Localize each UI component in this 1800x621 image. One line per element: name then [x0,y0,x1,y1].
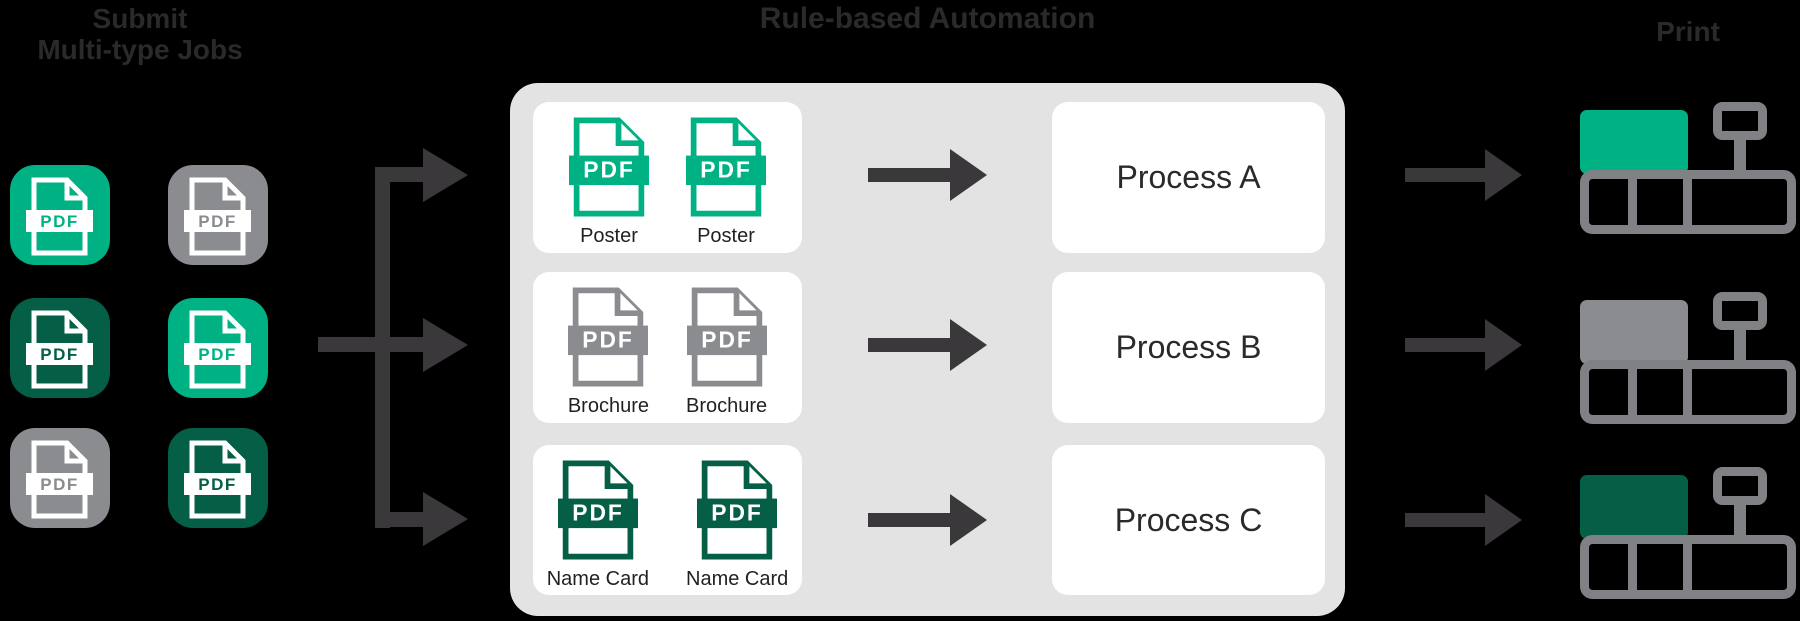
svg-text:PDF: PDF [701,326,752,352]
pdf-file-icon: PDF [557,460,638,565]
doc-group-card: PDF Poster PDF Poster [533,102,802,253]
doc-type-label: Poster [697,225,755,247]
doc-pair: PDF Name Card PDF Name Card [533,445,802,591]
doc-type-label: Name Card [686,568,789,590]
doc: PDF Name Card [686,460,788,591]
doc: PDF Brochure [568,287,649,418]
flow-arrow [868,318,988,377]
doc-group-card: PDF Brochure PDF Brochure [533,272,802,423]
doc: PDF Name Card [547,460,649,591]
pdf-file-icon: PDF [697,460,778,565]
doc: PDF Poster [686,117,766,248]
submit-heading-line2: Multi-type Jobs [37,34,243,65]
svg-text:PDF: PDF [583,156,634,182]
pdf-tile-icon: PDF [168,165,268,265]
doc: PDF Brochure [686,287,767,418]
process-card: Process A [1052,102,1325,253]
svg-text:PDF: PDF [40,345,79,364]
process-label: Process A [1116,159,1261,195]
process-label: Process B [1115,329,1262,365]
printer-icon [1580,467,1796,604]
doc: PDF Poster [569,117,649,248]
svg-text:PDF: PDF [40,475,79,494]
automation-heading: Rule-based Automation [759,2,1096,35]
doc-type-label: Brochure [686,395,768,417]
flow-arrow [1405,318,1523,377]
doc-pair: PDF Poster PDF Poster [533,102,802,248]
svg-text:PDF: PDF [700,156,751,182]
pdf-file-icon: PDF [568,287,649,392]
print-heading: Print [1656,16,1720,47]
process-card: Process C [1052,445,1325,595]
svg-text:PDF: PDF [583,326,634,352]
pdf-file-icon: PDF [569,117,649,222]
process-label: Process C [1114,501,1263,538]
flow-arrow [1405,148,1523,207]
printer-icon [1580,292,1796,429]
svg-text:PDF: PDF [40,212,79,231]
svg-text:PDF: PDF [711,499,762,525]
pdf-tile-icon: PDF [168,298,268,398]
pdf-tile-icon: PDF [168,428,268,528]
flow-arrow [868,148,988,207]
printer-icon [1580,102,1796,239]
submit-heading-line1: Submit [92,3,188,34]
doc-pair: PDF Brochure PDF Brochure [533,272,802,418]
doc-type-label: Poster [580,225,638,247]
pdf-tile-icon: PDF [10,298,110,398]
svg-text:PDF: PDF [198,345,237,364]
doc-type-label: Brochure [567,395,649,417]
svg-text:PDF: PDF [198,475,237,494]
pdf-file-icon: PDF [686,117,766,222]
process-card: Process B [1052,272,1325,423]
fork-arrow-svg [318,148,468,546]
pdf-file-icon: PDF [686,287,767,392]
svg-text:PDF: PDF [198,212,237,231]
doc-type-label: Name Card [546,568,649,590]
submit-heading: Submit Multi-type Jobs [8,3,272,65]
doc-group-card: PDF Name Card PDF Name Card [533,445,802,595]
pdf-tile-icon: PDF [10,165,110,265]
flow-arrow [868,493,988,552]
flow-arrow [1405,493,1523,552]
svg-text:PDF: PDF [572,499,623,525]
pdf-tile-icon: PDF [10,428,110,528]
